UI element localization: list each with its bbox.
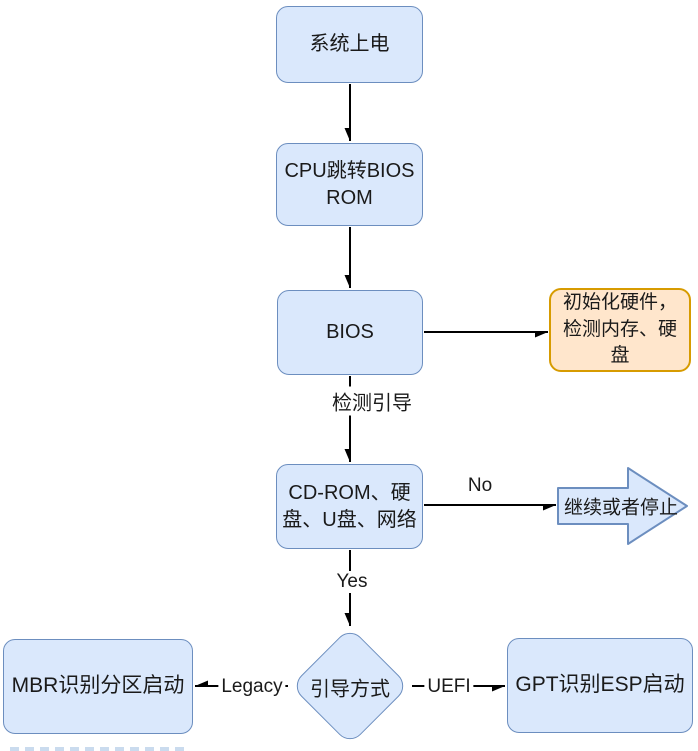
node-power-on: 系统上电 [276,6,423,83]
node-mbr-boot: MBR识别分区启动 [3,639,193,734]
node-init-hardware: 初始化硬件，检测内存、硬盘 [549,288,691,372]
block-arrow-shape [557,467,688,545]
node-gpt-boot: GPT识别ESP启动 [507,638,693,733]
edge-label-yes: Yes [333,571,371,593]
node-cpu-jump-bios-rom: CPU跳转BIOS ROM [276,143,423,226]
node-boot-devices: CD-ROM、硬盘、U盘、网络 [276,464,423,549]
edge-label-legacy: Legacy [218,676,286,698]
node-continue-or-stop-label: 继续或者停止 [563,497,679,519]
node-boot-mode-label: 引导方式 [310,678,390,701]
node-bios: BIOS [277,290,423,375]
edge-label-no: No [464,475,496,497]
edge-label-uefi: UEFI [424,676,474,698]
edge-label-detect-boot: 检测引导 [329,386,415,416]
clipped-text-artifact [10,747,185,751]
